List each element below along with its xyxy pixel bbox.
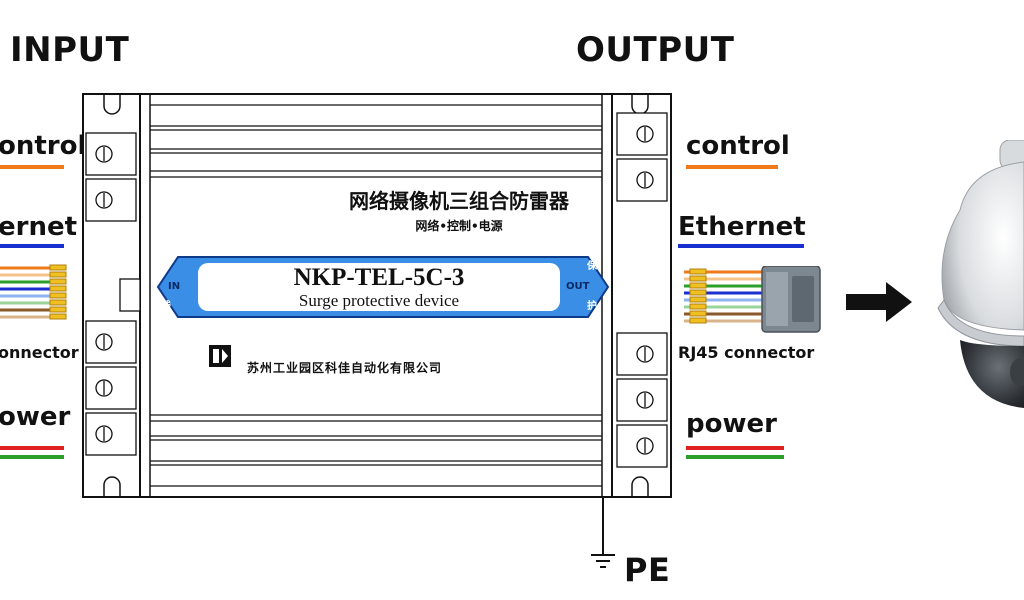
device-description: Surge protective device (298, 291, 460, 310)
model-label-plate: NKP-TEL-5C-3 Surge protective device (198, 263, 560, 311)
input-power-line-red (0, 446, 64, 450)
output-ethernet-line (678, 244, 804, 248)
input-control-label: ontrol (0, 131, 87, 161)
output-control-label: control (686, 131, 790, 161)
device-title-cn: 网络摄像机三组合防雷器 (349, 189, 569, 213)
rj45-plug-icon (684, 266, 821, 333)
output-power-label: power (686, 409, 777, 439)
device-body-drawing (82, 93, 672, 498)
input-ethernet-label: ernet (0, 212, 78, 242)
out-tag: OUT (566, 281, 590, 292)
output-control-line (686, 165, 778, 169)
surge-protector-device: 网络摄像机三组合防雷器 网络•控制•电源 外线 IN OUT 保护 NKP-TE… (82, 93, 672, 498)
output-heading: OUTPUT (576, 30, 735, 70)
arrow-right-icon (846, 282, 912, 322)
left-port-chars: 外线 (161, 261, 171, 312)
output-connector-label: RJ45 connector (678, 343, 815, 362)
input-connector-label: onnector (0, 343, 79, 362)
input-ethernet-wires-icon (0, 264, 67, 320)
input-heading: INPUT (10, 30, 130, 70)
output-power-line-green (686, 455, 784, 459)
input-ethernet-line (0, 244, 64, 248)
company-logo-icon (209, 345, 231, 367)
dome-camera-icon (937, 140, 1024, 408)
in-tag: IN (168, 281, 181, 292)
input-power-label: ower (0, 402, 71, 432)
input-control-line (0, 165, 64, 169)
input-power-line-green (0, 455, 64, 459)
ground-symbol-icon (591, 497, 615, 568)
output-ethernet-label: Ethernet (678, 212, 806, 242)
pe-label: PE (624, 551, 671, 589)
company-name: 苏州工业园区科佳自动化有限公司 (247, 361, 443, 375)
output-power-line-red (686, 446, 784, 450)
device-subtitle-cn: 网络•控制•电源 (415, 219, 503, 233)
right-port-chars: 保护 (587, 261, 597, 312)
model-number: NKP-TEL-5C-3 (293, 264, 465, 291)
